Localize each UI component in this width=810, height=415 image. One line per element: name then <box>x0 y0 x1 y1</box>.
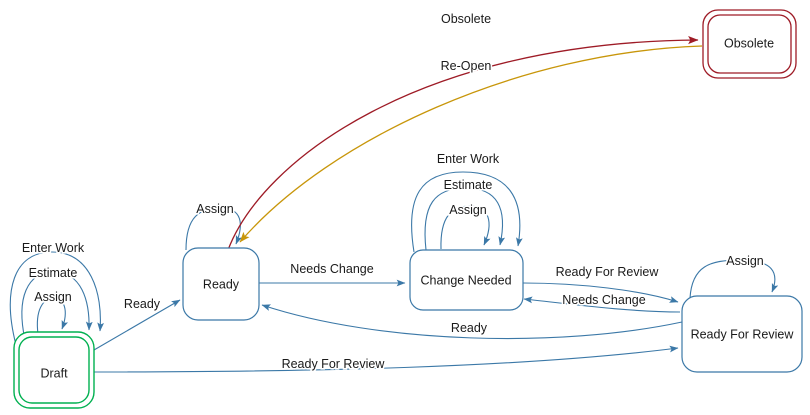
node-draft-inner-border <box>18 336 90 404</box>
node-draft[interactable]: Draft <box>13 331 95 409</box>
edge-label-draft-assign: Assign <box>34 290 72 304</box>
edge-ready-for-review-to-ready[interactable] <box>261 304 683 340</box>
node-ready-label: Ready <box>203 277 240 291</box>
edge-label-ready-for-review-to-ready: Ready <box>451 321 488 335</box>
edge-ready-self-assign[interactable] <box>185 207 243 251</box>
edge-label-re-open: Re-Open <box>441 59 492 73</box>
node-change-needed[interactable]: Change Needed <box>409 249 524 311</box>
edge-draft-to-ready[interactable] <box>93 299 181 351</box>
edge-label-ready-assign: Assign <box>196 202 234 216</box>
edge-change-needed-self-assign[interactable] <box>440 205 491 250</box>
node-obsolete[interactable]: Obsolete <box>702 9 797 79</box>
edge-label-ready-to-change-needed: Needs Change <box>290 262 373 276</box>
nodes-layer: Draft Ready Change Needed Ready For Revi… <box>13 9 803 409</box>
edge-label-change-assign: Assign <box>449 203 487 217</box>
node-ready-for-review-border <box>681 295 803 373</box>
edge-change-needed-to-ready-for-review[interactable] <box>522 282 679 303</box>
node-change-needed-border <box>409 249 524 311</box>
node-ready-border <box>182 247 260 321</box>
node-ready-for-review-label: Ready For Review <box>691 327 795 341</box>
edge-ready-to-obsolete[interactable] <box>227 36 699 251</box>
edge-ready-for-review-to-change-needed[interactable] <box>523 296 681 313</box>
edge-draft-self-enter-work[interactable] <box>9 251 105 346</box>
edge-draft-self-assign[interactable] <box>36 297 69 335</box>
node-obsolete-label: Obsolete <box>724 36 774 50</box>
edge-draft-to-ready-for-review[interactable] <box>93 345 679 373</box>
edge-label-change-enter-work: Enter Work <box>437 152 500 166</box>
node-draft-label: Draft <box>40 366 68 380</box>
edge-draft-self-estimate[interactable] <box>21 271 93 341</box>
edge-label-ready-for-review-assign: Assign <box>726 254 764 268</box>
node-ready[interactable]: Ready <box>182 247 260 321</box>
node-obsolete-inner-border <box>707 14 792 74</box>
edge-label-draft-to-ready-for-review: Ready For Review <box>282 357 386 371</box>
edge-label-draft-estimate: Estimate <box>29 266 78 280</box>
edges-layer <box>9 36 779 373</box>
node-change-needed-label: Change Needed <box>420 273 511 287</box>
edge-change-needed-self-estimate[interactable] <box>424 187 506 251</box>
edge-labels-layer: Obsolete Re-Open Enter Work Estimate Ass… <box>20 10 765 372</box>
edge-label-change-estimate: Estimate <box>444 178 493 192</box>
edge-label-obsolete: Obsolete <box>441 12 491 26</box>
edge-ready-for-review-self-assign[interactable] <box>689 259 779 299</box>
edge-change-needed-self-enter-work[interactable] <box>411 171 523 253</box>
edge-label-draft-to-ready: Ready <box>124 297 161 311</box>
edge-label-draft-enter-work: Enter Work <box>22 241 85 255</box>
node-ready-for-review[interactable]: Ready For Review <box>681 295 803 373</box>
edge-label-change-to-ready-for-review: Ready For Review <box>556 265 660 279</box>
edge-obsolete-to-ready[interactable] <box>239 45 703 243</box>
edge-label-ready-for-review-needs-change: Needs Change <box>562 293 645 307</box>
